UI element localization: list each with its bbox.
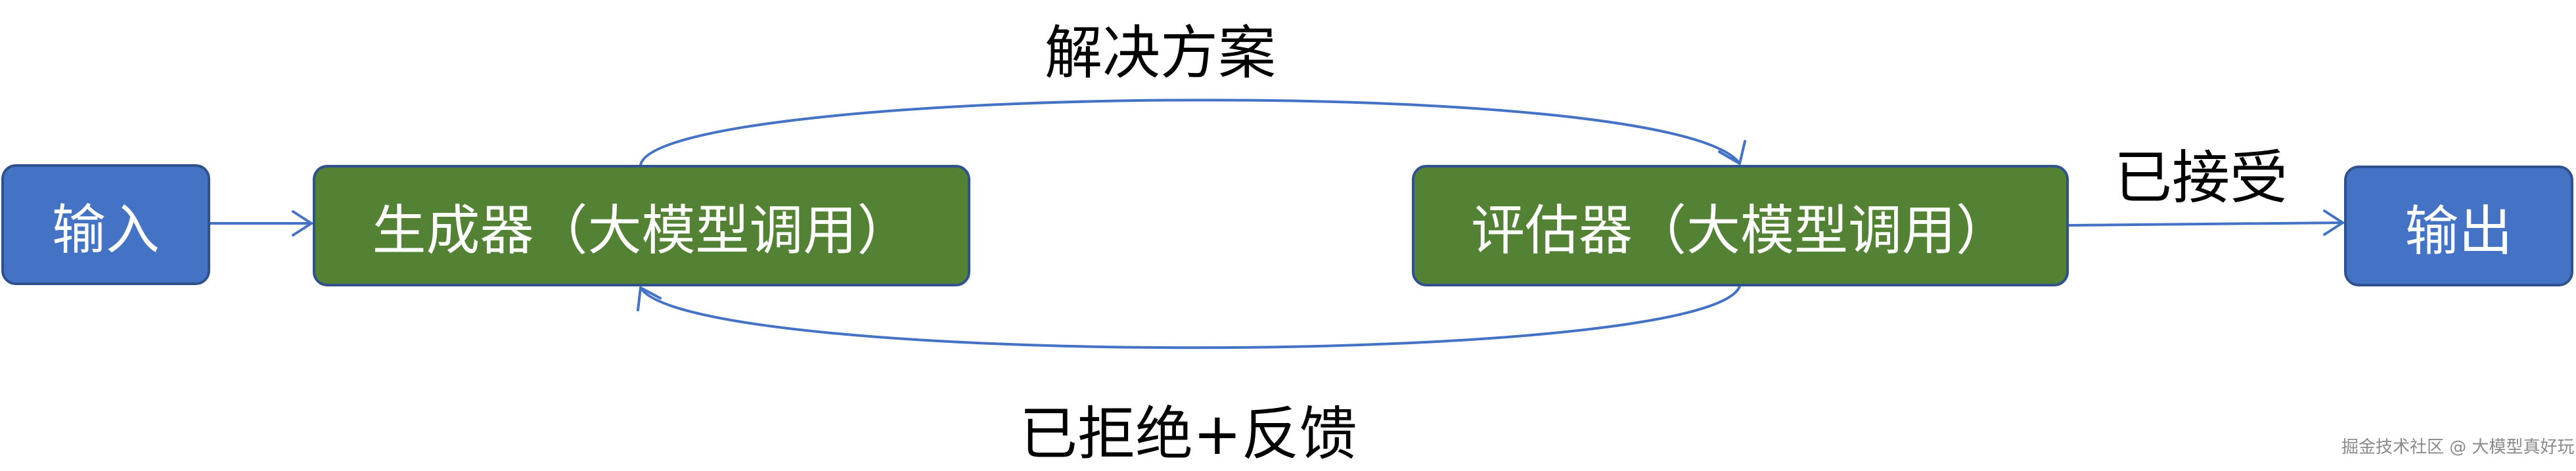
arrow-accepted-head xyxy=(2323,210,2344,236)
edge-label-solution: 解决方案 xyxy=(1045,19,1277,87)
watermark: 掘金技术社区 @ 大模型真好玩 xyxy=(2341,437,2575,457)
input-node: 输入 xyxy=(1,164,210,285)
arrow-rejected-feedback-head xyxy=(637,286,662,311)
evaluator-node-label: 评估器（大模型调用） xyxy=(1470,200,2010,262)
output-node-label: 输出 xyxy=(2405,200,2513,263)
edge-label-rejected-feedback: 已拒绝+反馈 xyxy=(1020,400,1357,468)
edge-label-accepted: 已接受 xyxy=(2114,144,2288,212)
arrow-solution-head xyxy=(1718,140,1746,165)
arrow-input-to-generator-head xyxy=(292,210,313,236)
evaluator-node: 评估器（大模型调用） xyxy=(1412,165,2069,286)
generator-node: 生成器（大模型调用） xyxy=(313,165,970,286)
generator-node-label: 生成器（大模型调用） xyxy=(372,200,911,262)
arrow-rejected-feedback xyxy=(639,285,1741,349)
arrow-accepted xyxy=(2068,221,2344,227)
output-node: 输出 xyxy=(2344,166,2573,286)
arrow-solution xyxy=(639,99,1741,166)
input-node-label: 输入 xyxy=(51,198,160,261)
